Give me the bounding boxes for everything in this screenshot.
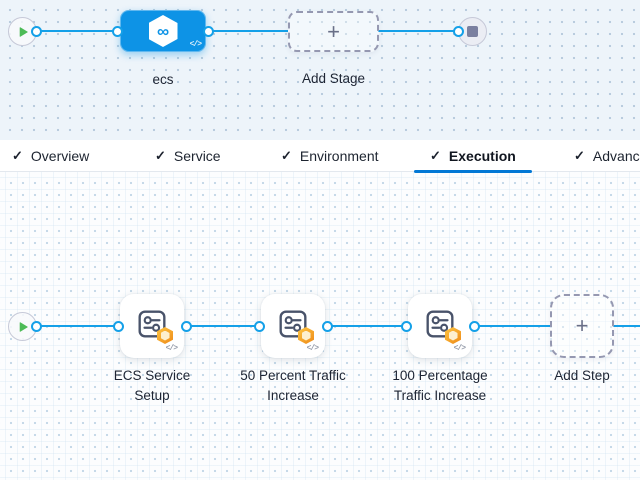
tab-advanced[interactable]: ✓ Advanced [574,148,640,164]
stage-name-label: ecs [152,72,174,87]
ecs-badge-icon [445,327,461,344]
tab-overview[interactable]: ✓ Overview [12,148,90,164]
connector-port[interactable] [253,320,265,332]
step-connector [186,324,260,328]
stage-canvas: ∞ </> ecs + Add Stage [0,0,640,140]
plus-icon: + [575,313,589,338]
connector-port[interactable] [452,25,464,37]
add-stage-button[interactable]: + [288,11,379,52]
tab-environment[interactable]: ✓ Environment [281,148,379,164]
check-icon: ✓ [430,148,441,163]
connector-port[interactable] [111,25,123,37]
code-icon: </> [165,344,178,353]
tab-service[interactable]: ✓ Service [155,148,221,164]
step-node-ecs-service-setup[interactable]: </> [120,294,184,358]
add-stage-label: Add Stage [301,71,366,86]
add-step-label: Add Step [554,368,610,383]
step-connector [474,324,551,328]
add-step-button[interactable]: + [550,294,614,358]
step-connector [613,324,640,328]
step-name-label: 50 Percent Traffic Increase [240,368,346,403]
check-icon: ✓ [281,148,292,163]
step-node-100-percentage-traffic[interactable]: </> [408,294,472,358]
step-name-label: 100 Percentage Traffic Increase [392,368,488,403]
connector-port[interactable] [400,320,412,332]
stop-icon [467,26,478,37]
ecs-badge-icon [157,327,173,344]
step-connector [327,324,407,328]
code-icon: </> [306,344,319,353]
check-icon: ✓ [155,148,166,163]
connector-port[interactable] [202,25,214,37]
code-icon: </> [189,40,202,49]
stage-connector [208,29,288,33]
stage-connector [378,29,460,33]
harness-cd-icon: ∞ [156,21,170,41]
ecs-badge-icon [298,327,314,344]
deploy-hexagon-icon: ∞ [148,15,178,47]
sliders-icon [279,310,307,338]
stage-connector [36,29,118,33]
check-icon: ✓ [574,148,585,163]
connector-port[interactable] [112,320,124,332]
sliders-icon [138,310,166,338]
play-icon [19,26,28,37]
step-name-label: ECS Service Setup [113,368,191,403]
plus-icon: + [327,18,340,44]
execution-canvas: </> ECS Service Setup </> 50 Percent Tra… [0,172,640,480]
check-icon: ✓ [12,148,23,163]
code-icon: </> [453,344,466,353]
stage-config-tabs: ✓ Overview ✓ Service ✓ Environment ✓ Exe… [0,140,640,173]
step-connector [36,324,118,328]
step-node-50-percent-traffic[interactable]: </> [261,294,325,358]
connector-port[interactable] [180,320,192,332]
stage-node-ecs[interactable]: ∞ </> [120,10,206,52]
sliders-icon [426,310,454,338]
connector-port[interactable] [30,320,42,332]
connector-port[interactable] [321,320,333,332]
connector-port[interactable] [468,320,480,332]
connector-port[interactable] [30,25,42,37]
tab-execution[interactable]: ✓ Execution [414,140,532,173]
play-icon [19,321,28,332]
